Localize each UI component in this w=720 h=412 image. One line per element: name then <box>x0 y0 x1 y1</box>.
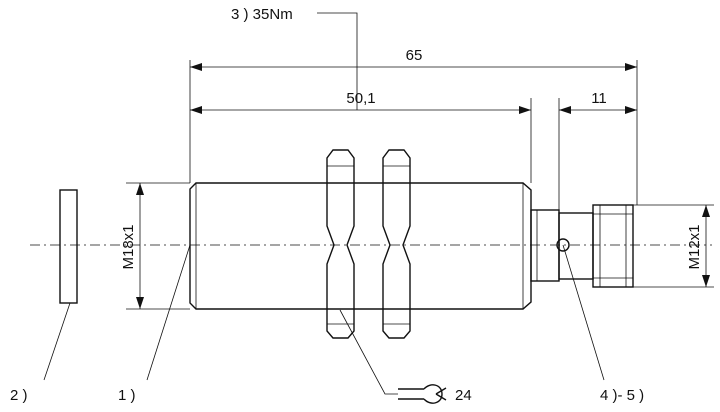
hex-nut-rear <box>382 149 411 339</box>
torque-label: 3 ) 35Nm <box>231 6 293 23</box>
neck-extension <box>558 212 594 280</box>
wrench-size-label: 24 <box>455 387 472 404</box>
open-end-wrench-icon <box>398 384 447 404</box>
led-label: 4 )- 5 ) <box>600 387 644 404</box>
leader-torque <box>317 12 358 110</box>
overall-length-label: 65 <box>406 47 423 64</box>
washer <box>59 189 78 304</box>
leader-sensor-face <box>146 244 191 381</box>
leader-wrench <box>339 309 398 395</box>
threaded-body <box>189 182 532 310</box>
hex-nut-front <box>326 149 355 339</box>
extension-lines <box>126 60 714 310</box>
connector-thread-label: M12x1 <box>686 224 703 269</box>
thread-length-label: 50,1 <box>346 90 375 107</box>
m12-connector <box>592 204 634 288</box>
body-thread-label: M18x1 <box>120 224 137 269</box>
washer-label: 2 ) <box>10 387 28 404</box>
sensor-face-label: 1 ) <box>118 387 136 404</box>
leader-led <box>562 244 605 381</box>
led-indicator <box>556 238 570 252</box>
connector-length-label: 11 <box>591 90 607 107</box>
sensor-neck <box>530 209 560 282</box>
leader-washer <box>43 302 71 381</box>
